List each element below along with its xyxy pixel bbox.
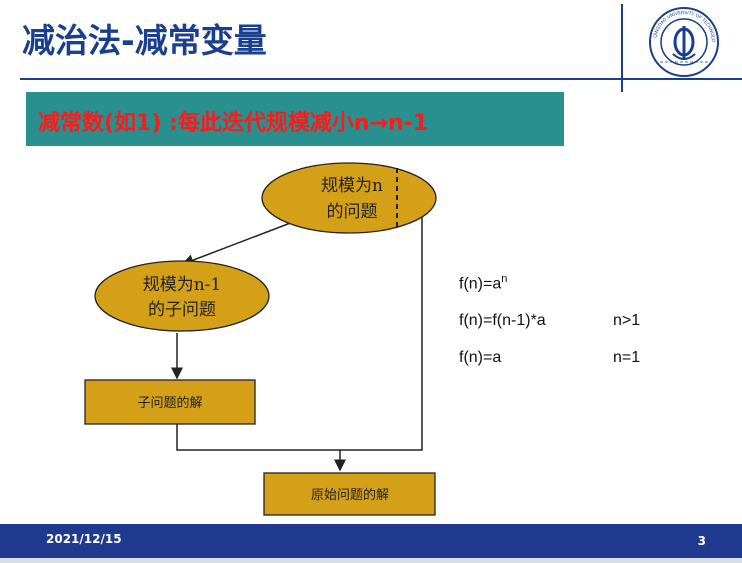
formula-closed-form-exponent: n — [501, 273, 508, 285]
original-solution-label: 原始问题的解 — [311, 487, 389, 503]
subsolution-label: 子问题的解 — [137, 395, 202, 411]
connector-problem-to-merge — [340, 210, 423, 451]
subsolution-node — [84, 379, 256, 425]
subproblem-node — [94, 260, 270, 332]
formula-closed-form: f(n)=an — [459, 273, 507, 293]
banner-text: 减常数(如1) :每此迭代规模减小n→n-1 — [38, 111, 429, 136]
problem-n-label-line2: 的问题 — [327, 202, 378, 222]
university-logo: QINGDAO UNIVERSITY OF TECHNOLOGY — [646, 4, 719, 77]
footer-underline — [0, 558, 742, 563]
connector-subsolution-to-merge — [176, 424, 340, 451]
problem-n-node — [261, 162, 437, 234]
arrow-problem-to-subproblem — [181, 221, 294, 266]
title-divider — [20, 78, 742, 80]
logo-divider — [621, 4, 623, 92]
original-solution-node — [263, 472, 436, 516]
subproblem-label-line1: 规模为n-1 — [143, 275, 222, 295]
formula-base-case-condition: n=1 — [613, 349, 641, 366]
subproblem-label-line2: 的子问题 — [148, 300, 216, 320]
formula-closed-form-base: f(n)=a — [459, 275, 502, 293]
formula-base-case: f(n)=a — [459, 349, 502, 366]
formula-recurrence-condition: n>1 — [613, 312, 641, 329]
topic-banner: 减常数(如1) :每此迭代规模减小n→n-1 — [26, 92, 564, 146]
slide-title: 减治法-减常变量 — [22, 21, 267, 60]
page-number: 3 — [697, 534, 706, 548]
footer-date: 2021/12/15 — [46, 532, 122, 546]
slide-footer: 2021/12/15 3 — [0, 524, 742, 558]
formula-recurrence: f(n)=f(n-1)*a — [459, 312, 546, 329]
problem-n-label-line1: 规模为n — [321, 176, 383, 196]
